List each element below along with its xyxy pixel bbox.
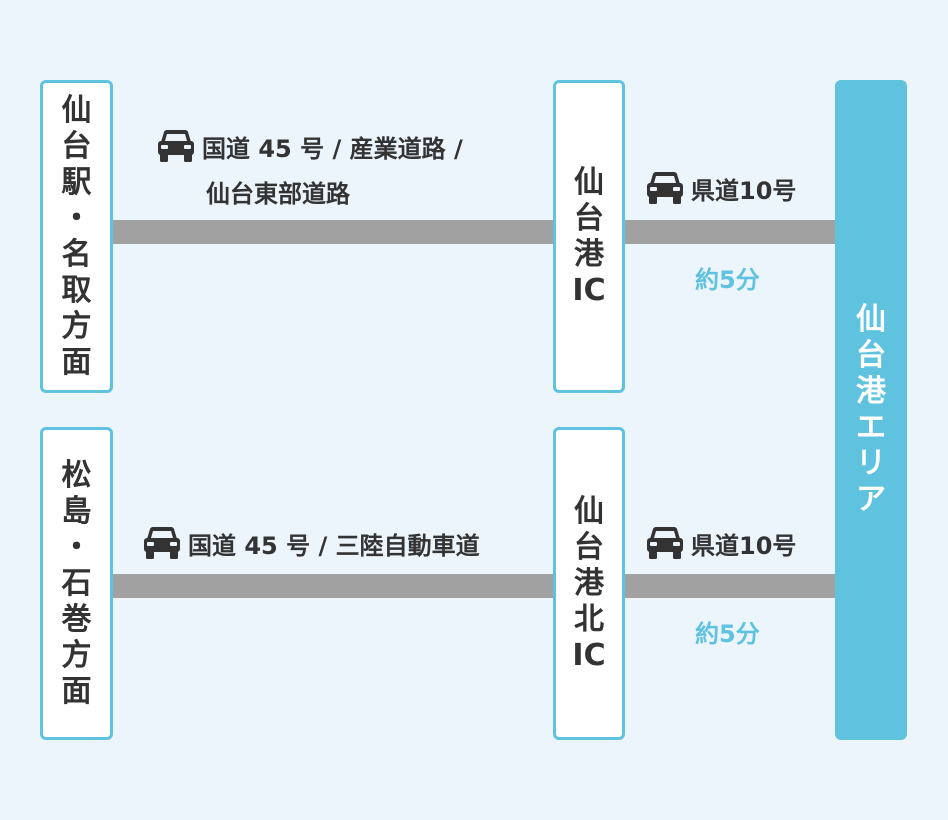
- upper-route-line2: 仙台東部道路: [206, 180, 350, 208]
- lower-route-line1: 国道 45 号 / 三陸自動車道: [188, 531, 480, 560]
- upper-connector-label: 県道10号: [645, 170, 796, 206]
- origin-matsushima-box: 松島・石巻方面: [40, 427, 113, 740]
- origin-matsushima-label: 松島・石巻方面: [61, 457, 92, 709]
- lower-route-label: 国道 45 号 / 三陸自動車道: [142, 525, 480, 561]
- road-upper-left: [112, 220, 555, 244]
- road-lower-left: [112, 574, 555, 598]
- origin-sendai-box: 仙台駅・名取方面: [40, 80, 113, 393]
- car-icon: [647, 527, 683, 559]
- origin-sendai-label: 仙台駅・名取方面: [61, 92, 92, 380]
- destination-area-label: 仙台港エリア: [856, 302, 886, 517]
- road-upper-right: [623, 220, 836, 244]
- car-icon: [158, 130, 194, 162]
- upper-connector-time: 約5分: [695, 266, 760, 294]
- upper-connector-road: 県道10号: [691, 176, 797, 205]
- car-icon: [144, 527, 180, 559]
- car-icon: [647, 172, 683, 204]
- road-lower-right: [623, 574, 836, 598]
- upper-route-line1: 国道 45 号 / 産業道路 /: [202, 134, 463, 163]
- destination-area-box: 仙台港エリア: [835, 80, 907, 740]
- lower-connector-time: 約5分: [695, 620, 760, 648]
- lower-connector-road: 県道10号: [691, 531, 797, 560]
- lower-connector-label: 県道10号: [645, 525, 796, 561]
- upper-route-label: 国道 45 号 / 産業道路 /: [156, 128, 463, 164]
